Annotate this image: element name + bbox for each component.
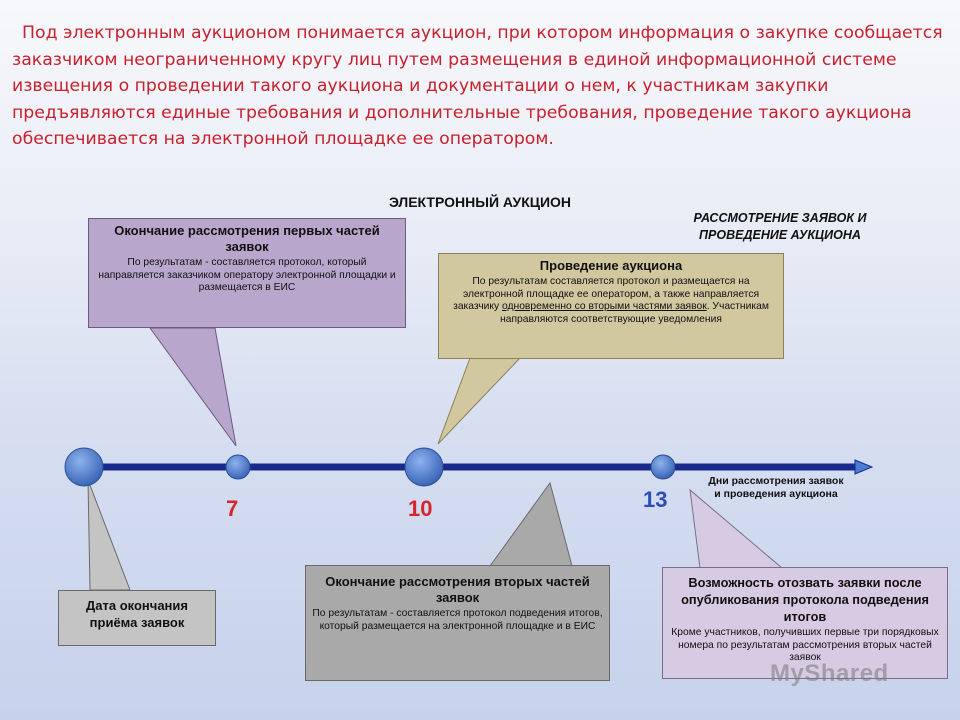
diagram-subtitle: РАССМОТРЕНИЕ ЗАЯВОК И ПРОВЕДЕНИЕ АУКЦИОН… [693,211,867,242]
callout-second-parts-heading: Окончание рассмотрения вторых частей зая… [325,574,590,605]
milestone-day-13 [650,454,676,480]
callout-tail-withdraw [689,488,784,569]
milestone-label-day-13: 13 [643,487,668,512]
milestone-label-day-7: 7 [226,496,239,521]
callout-auction-body-end: . Участникам направляются соответствующи… [500,301,769,325]
callout-tail-deadline [87,479,131,591]
callout-first-parts-body: По результатам - составляется протокол, … [98,257,396,293]
callout-withdraw-body: Кроме участников, получивших первые три … [671,627,939,663]
callout-auction-body-start: По результатам составляется протокол и р… [453,276,760,312]
milestone-day-7 [225,454,251,480]
callout-withdraw: Возможность отозвать заявки после опубли… [662,567,948,679]
callout-second-parts-body: По результатам - составляется протокол п… [312,608,603,632]
callout-first-parts-heading: Окончание рассмотрения первых частей зая… [114,223,380,254]
callout-auction: Проведение аукциона По результатам соста… [438,253,784,359]
intro-paragraph: Под электронным аукционом понимается аук… [12,23,943,149]
callout-tail-second-parts [489,481,573,567]
milestone-day-10 [404,447,444,487]
callout-auction-heading: Проведение аукциона [539,258,683,273]
callout-tail-auction [437,357,522,445]
callout-auction-body: По результатам составляется протокол и р… [445,276,777,326]
callout-deadline: Дата окончания приёма заявок [58,590,216,646]
callout-first-parts: Окончание рассмотрения первых частей зая… [88,218,406,328]
watermark-logo: MyShared [770,660,889,687]
callout-auction-body-underlined: одновременно со вторыми частями заявок [502,301,707,312]
callout-deadline-heading: Дата окончания приёма заявок [86,598,188,630]
callout-withdraw-heading: Возможность отозвать заявки после опубли… [681,575,929,624]
timeline-arrow [854,459,874,475]
milestone-start [64,447,104,487]
diagram-title: ЭЛЕКТРОННЫЙ АУКЦИОН [388,194,572,210]
callout-second-parts: Окончание рассмотрения вторых частей зая… [305,565,610,681]
milestone-label-day-10: 10 [408,496,433,521]
callout-tail-first-parts [149,327,237,447]
timeline-axis-label: Дни рассмотрения заявок и проведения аук… [708,475,844,500]
